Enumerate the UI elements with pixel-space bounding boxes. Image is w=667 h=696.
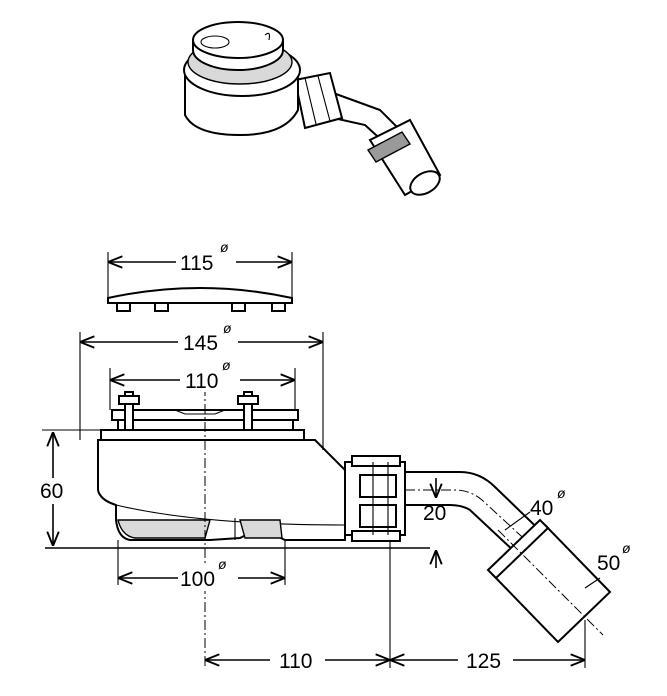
height-label: 60 — [40, 480, 63, 503]
outlet-outer-label: 50 — [597, 552, 620, 575]
outlet-inner-symbol: ø — [557, 485, 566, 501]
outer-diameter-symbol: ø — [223, 320, 232, 336]
drain-isometric-illustration — [183, 21, 442, 197]
cover-diameter-symbol: ø — [220, 239, 229, 255]
water-seal-label: 20 — [423, 502, 446, 525]
outlet-inner-label: 40 — [530, 497, 553, 520]
cover-diameter-label: 115 — [180, 252, 213, 275]
outlet-outer-symbol: ø — [622, 540, 631, 556]
outer-diameter-label: 145 — [183, 332, 218, 355]
dimension-lines — [38, 328, 601, 674]
drain-section-view — [45, 368, 612, 668]
dimension-labels: 115 ø 145 ø 110 ø 60 20 40 ø 50 ø 100 ø … — [40, 239, 631, 673]
base-width-label: 100 — [180, 568, 215, 591]
inner-diameter-label: 110 — [185, 370, 218, 393]
cover-plate — [107, 248, 293, 312]
center-to-outlet-label: 110 — [279, 650, 312, 673]
outlet-length-label: 125 — [466, 650, 501, 673]
inner-diameter-symbol: ø — [222, 357, 231, 373]
base-width-symbol: ø — [218, 556, 227, 572]
